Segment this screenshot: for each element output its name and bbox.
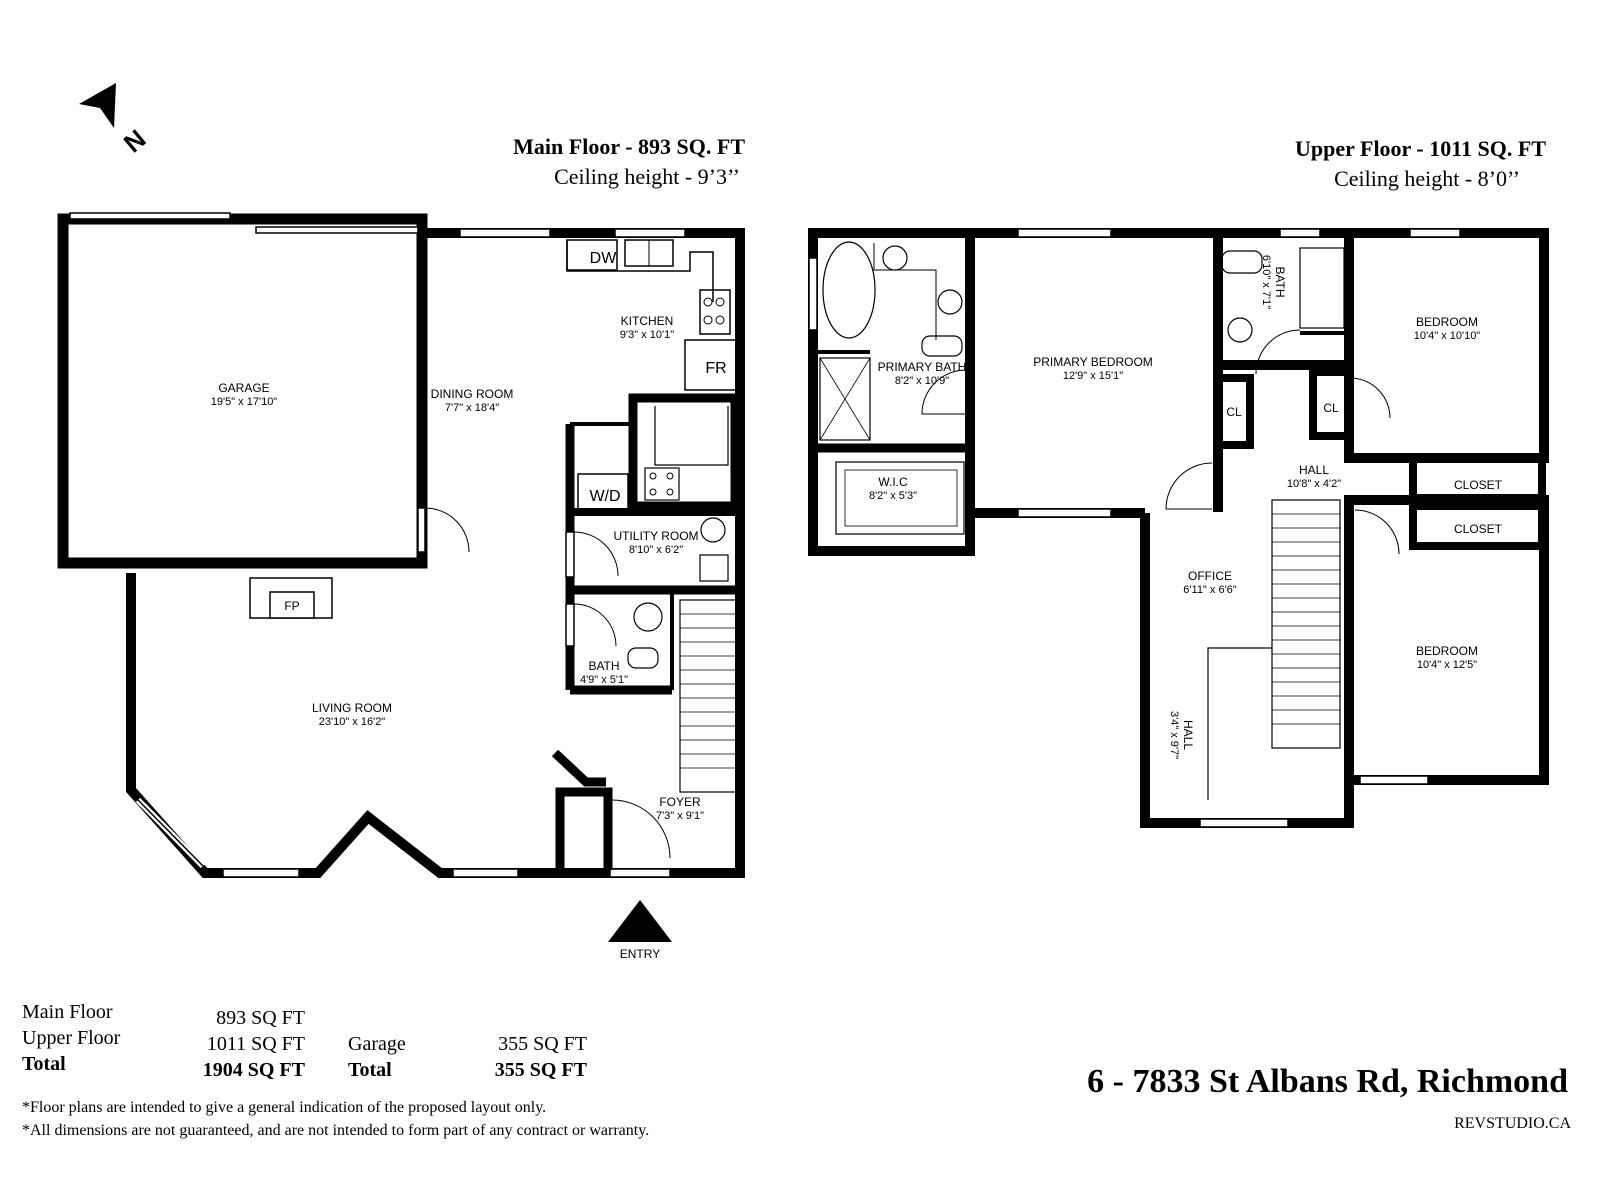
room-name: HALL: [1299, 463, 1329, 477]
garage-label: Garage: [348, 1033, 406, 1055]
room-name: PRIMARY BATH: [878, 360, 967, 374]
room-name: BATH: [1273, 266, 1287, 297]
disclaimer-note: *Floor plans are intended to give a gene…: [22, 1099, 546, 1116]
room-name: GARAGE: [218, 381, 269, 395]
closet-label: CLOSET: [1454, 478, 1503, 492]
room-name: BATH: [588, 659, 619, 673]
website-label: REVSTUDIO.CA: [1454, 1115, 1571, 1132]
main-floor-labels: GARAGE 19'5" x 17'10" DINING ROOM 7'7" x…: [211, 250, 727, 822]
summary-label: Main Floor: [22, 1001, 113, 1023]
closet-label: CL: [1226, 405, 1242, 419]
main-outer-wall-left: [126, 573, 600, 878]
room-dims: 23'10" x 16'2": [319, 716, 386, 728]
upper-floor-plan: [808, 228, 1549, 828]
summary-value: 1904 SQ FT: [203, 1059, 306, 1081]
area-summary: Main Floor 893 SQ FT Upper Floor 1011 SQ…: [22, 1001, 588, 1081]
upper-floor-labels: PRIMARY BATH 8'2" x 10'9" PRIMARY BEDROO…: [869, 255, 1503, 759]
room-name: HALL: [1181, 720, 1195, 750]
room-dims: 7'3" x 9'1": [656, 810, 704, 822]
room-dims: 8'10" x 6'2": [629, 544, 683, 556]
north-label: N: [118, 123, 152, 158]
room-name: W.I.C: [878, 475, 908, 489]
summary-label: Total: [22, 1053, 66, 1075]
main-floor-ceiling: Ceiling height - 9’3’’: [554, 164, 740, 189]
washer-dryer-label: W/D: [589, 488, 620, 505]
main-floor-plan: [57, 212, 745, 878]
garage-total-label: Total: [348, 1059, 392, 1081]
room-name: DINING ROOM: [431, 387, 514, 401]
fridge-label: FR: [705, 360, 726, 377]
room-dims: 8'2" x 10'9": [895, 375, 949, 387]
garage-total-value: 355 SQ FT: [495, 1059, 588, 1081]
upper-floor-title: Upper Floor - 1011 SQ. FT: [1295, 136, 1546, 161]
room-dims: 9'3" x 10'1": [620, 329, 674, 341]
main-floor-title: Main Floor - 893 SQ. FT: [513, 134, 745, 159]
summary-value: 1011 SQ FT: [207, 1033, 305, 1055]
room-name: UTILITY ROOM: [613, 529, 698, 543]
room-dims: 10'8" x 4'2": [1287, 478, 1341, 490]
room-dims: 8'2" x 5'3": [869, 490, 917, 502]
room-dims: 10'4" x 12'5": [1417, 659, 1477, 671]
room-name: OFFICE: [1188, 569, 1232, 583]
room-name: BEDROOM: [1416, 644, 1478, 658]
garage-walls: [57, 213, 428, 569]
room-dims: 10'4" x 10'10": [1414, 330, 1481, 342]
room-name: BEDROOM: [1416, 315, 1478, 329]
room-dims: 3'4" x 9'7": [1168, 711, 1180, 759]
fireplace-label: FP: [284, 599, 299, 613]
entry-label: ENTRY: [620, 947, 660, 961]
room-dims: 6'11" x 6'6": [1183, 584, 1236, 596]
room-name: PRIMARY BEDROOM: [1033, 355, 1153, 369]
dishwasher-label: DW: [590, 250, 618, 267]
upper-floor-ceiling: Ceiling height - 8’0’’: [1334, 166, 1520, 191]
entry-arrow-icon: [608, 900, 672, 942]
north-arrow-icon: N: [79, 83, 151, 158]
room-name: FOYER: [659, 795, 701, 809]
room-dims: 6'10" x 7'1": [1260, 255, 1272, 309]
summary-label: Upper Floor: [22, 1027, 121, 1049]
summary-value: 893 SQ FT: [216, 1007, 305, 1029]
room-dims: 12'9" x 15'1": [1063, 370, 1123, 382]
garage-value: 355 SQ FT: [498, 1033, 587, 1055]
property-address: 6 - 7833 St Albans Rd, Richmond: [1087, 1063, 1568, 1100]
closet-label: CL: [1323, 401, 1339, 415]
disclaimer-note: *All dimensions are not guaranteed, and …: [22, 1122, 649, 1139]
room-name: KITCHEN: [621, 314, 674, 328]
closet-label: CLOSET: [1454, 522, 1503, 536]
room-dims: 4'9" x 5'1": [580, 674, 628, 686]
room-name: LIVING ROOM: [312, 701, 392, 715]
room-dims: 19'5" x 17'10": [211, 396, 278, 408]
room-dims: 7'7" x 18'4": [445, 402, 499, 414]
